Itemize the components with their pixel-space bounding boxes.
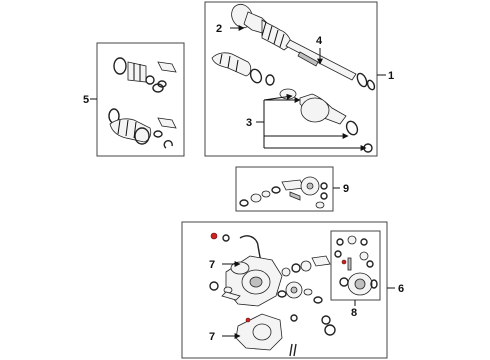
drive-shaft-boot-kit bbox=[211, 52, 275, 86]
callout-4: 4 bbox=[316, 35, 323, 47]
drive-shaft-outer-joint bbox=[231, 3, 293, 51]
callout-6: 6 bbox=[398, 283, 404, 295]
callout-3: 3 bbox=[246, 117, 252, 129]
drive-shaft-bar bbox=[285, 39, 376, 91]
callout-2: 2 bbox=[216, 23, 222, 35]
boot-kit-lower bbox=[108, 108, 177, 149]
callout-5: 5 bbox=[83, 94, 89, 106]
differential-carrier-parts bbox=[209, 232, 336, 357]
drive-shaft-inner-joint bbox=[279, 88, 373, 153]
callout-9: 9 bbox=[343, 183, 349, 195]
differential-case-parts bbox=[334, 235, 378, 296]
callout-8: 8 bbox=[351, 307, 357, 319]
assembly-box-differential bbox=[181, 221, 388, 359]
assembly-box-drive-shaft bbox=[204, 1, 378, 157]
side-gear-set bbox=[239, 176, 328, 209]
callout-1: 1 bbox=[388, 70, 394, 82]
boot-kit-upper bbox=[113, 57, 177, 93]
callout-7-upper: 7 bbox=[209, 259, 215, 271]
callout-7-lower: 7 bbox=[209, 331, 215, 343]
assembly-box-side-gear bbox=[235, 166, 334, 212]
